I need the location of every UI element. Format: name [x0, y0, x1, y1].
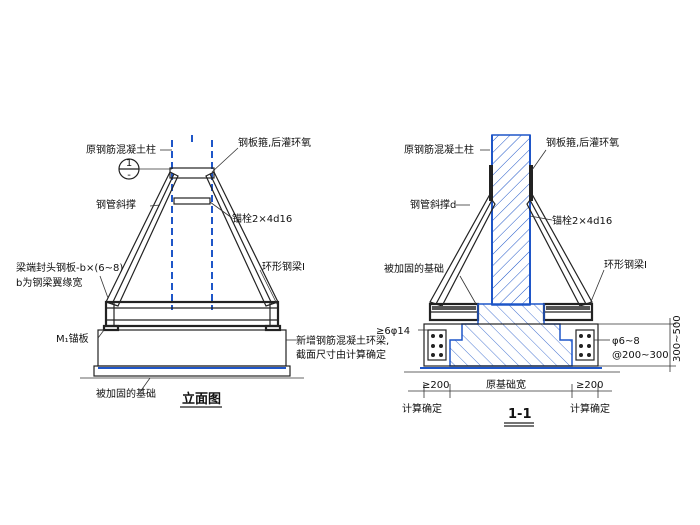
svg-text:-: - — [127, 170, 131, 181]
left-brace-label: 钢管斜撑 — [96, 198, 136, 211]
left-braces — [105, 171, 279, 307]
left-anchor-label: 锚栓2×4d16 — [232, 212, 292, 225]
left-title: 立面图 — [182, 391, 221, 407]
left-ring-beam — [104, 300, 280, 328]
right-brace-label: 钢管斜撑d — [410, 198, 456, 211]
left-anchor-plate — [173, 197, 211, 205]
left-m-plate-l — [102, 324, 120, 332]
left-ring-beam-label: 环形钢梁I — [262, 260, 305, 273]
left-steel-hoop — [169, 167, 215, 179]
left-new-beam-label-1: 新增钢筋混凝土环梁, — [296, 334, 389, 347]
right-stirrup-label-1: φ6~8 — [612, 336, 640, 347]
right-foundation-label: 被加固的基础 — [384, 262, 444, 275]
right-dim-mid: 原基础宽 — [486, 378, 526, 391]
left-end-plate-label-2: b为钢梁翼缘宽 — [16, 276, 82, 289]
left-foundation — [93, 365, 291, 377]
right-ring-beam-label: 环形钢梁I — [604, 258, 647, 271]
right-column — [491, 134, 531, 306]
left-end-plate-label-1: 梁端封头钢板-b×(6~8) — [16, 261, 123, 274]
right-calc-right: 计算确定 — [570, 402, 610, 415]
left-detail-ref: 1 - — [118, 158, 172, 181]
left-m-plate-label: M₁锚板 — [56, 332, 89, 345]
svg-text:1: 1 — [126, 158, 132, 169]
right-dimension — [408, 384, 612, 398]
right-anchor-label: 锚栓2×4d16 — [552, 214, 612, 227]
right-title: 1-1 — [508, 407, 532, 422]
left-steel-hoop-label: 钢板箍,后灌环氧 — [238, 136, 311, 149]
right-height-dim — [598, 318, 676, 372]
left-m-plate-r — [264, 324, 282, 332]
right-dim-right: ≥200 — [576, 380, 603, 391]
right-stirrup-label-2: @200~300 — [612, 350, 669, 361]
right-section: 原钢筋混凝土柱 钢板箍,后灌环氧 钢管斜撑d 锚栓2×4d16 被加固的基础 环… — [376, 134, 683, 427]
left-new-ring-beam — [97, 329, 287, 367]
right-calc-left: 计算确定 — [402, 402, 442, 415]
right-dim-left: ≥200 — [422, 380, 449, 391]
left-foundation-label: 被加固的基础 — [96, 387, 156, 400]
right-steel-hoop-r — [529, 165, 533, 201]
right-new-ring-beam — [423, 323, 599, 367]
left-new-beam-label-2: 截面尺寸由计算确定 — [296, 348, 386, 361]
right-rebars — [427, 329, 595, 361]
right-steel-hoop-label: 钢板箍,后灌环氧 — [546, 136, 619, 149]
right-rebar-label: ≥6φ14 — [376, 326, 410, 337]
left-column — [171, 135, 213, 310]
right-height-label: 300~500 — [672, 315, 683, 362]
right-steel-hoop-l — [489, 165, 493, 201]
left-col-label: 原钢筋混凝土柱 — [86, 143, 156, 156]
right-foundation — [449, 303, 573, 367]
left-elevation: 1 - 原钢筋混凝土柱 钢板箍,后灌环氧 钢管斜撑 锚栓2×4d16 梁端封头钢… — [16, 135, 389, 408]
right-col-label: 原钢筋混凝土柱 — [404, 143, 474, 156]
